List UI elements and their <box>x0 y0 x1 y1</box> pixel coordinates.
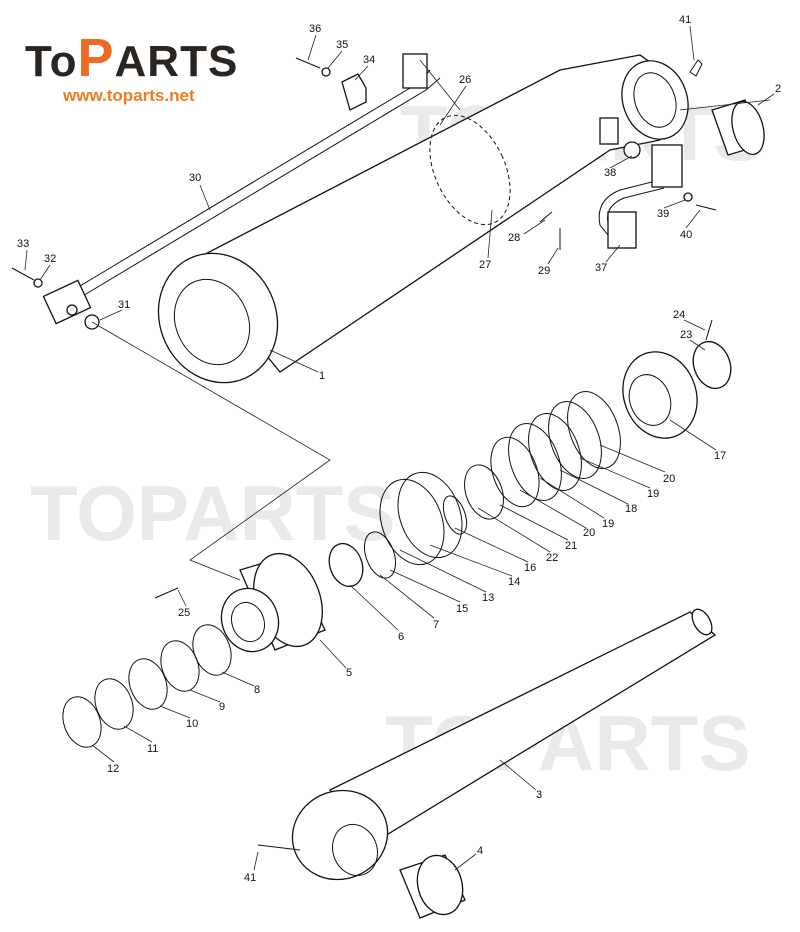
callout: 24 <box>673 309 685 321</box>
callout: 16 <box>524 562 536 574</box>
callout: 20 <box>583 527 595 539</box>
callout: 9 <box>219 701 225 713</box>
logo-brand: ToPARTS <box>25 31 255 86</box>
washer-32 <box>33 278 43 288</box>
callout: 32 <box>44 253 56 265</box>
bushing-2 <box>711 99 765 156</box>
toparts-logo: ToPARTS www.toparts.net <box>25 31 255 106</box>
callout: 1 <box>319 370 325 382</box>
callout: 41 <box>244 872 256 884</box>
callout: 22 <box>546 552 558 564</box>
callout: 25 <box>178 607 190 619</box>
screw-24 <box>705 319 713 341</box>
callout: 40 <box>680 229 692 241</box>
callout: 41 <box>679 14 691 26</box>
callout: 39 <box>657 208 669 220</box>
callout: 29 <box>538 265 550 277</box>
logo-text-p: P <box>77 28 115 88</box>
callout: 26 <box>459 74 471 86</box>
bolt-36 <box>295 57 321 69</box>
seal-rings <box>328 391 621 588</box>
callout: 18 <box>625 503 637 515</box>
clamp-34 <box>341 73 367 111</box>
callout: 17 <box>714 450 726 462</box>
callout: 35 <box>336 39 348 51</box>
washer-39 <box>683 192 693 202</box>
callout: 33 <box>17 238 29 250</box>
callout: 11 <box>147 743 158 755</box>
bushing-4 <box>399 854 466 919</box>
cylinder-tube-1 <box>157 54 689 384</box>
callout: 2 <box>775 83 781 95</box>
piston-17 <box>622 351 698 439</box>
callout: 31 <box>118 299 130 311</box>
grease-nipple-41b <box>257 844 301 851</box>
callout: 14 <box>508 576 520 588</box>
leader-lines <box>24 25 775 871</box>
callout: 8 <box>254 684 260 696</box>
nut-23 <box>692 340 732 390</box>
flange-top <box>402 53 428 89</box>
callout: 30 <box>189 172 201 184</box>
logo-text-to: To <box>25 37 78 86</box>
callout: 12 <box>107 763 119 775</box>
logo-text-arts: ARTS <box>114 37 239 86</box>
callout: 5 <box>346 667 352 679</box>
callout: 7 <box>433 619 439 631</box>
oring-38 <box>623 141 641 159</box>
callout: 13 <box>482 592 494 604</box>
callout: 4 <box>477 845 483 857</box>
washer-35 <box>321 67 331 77</box>
callout: 34 <box>363 54 375 66</box>
bolt-40 <box>695 204 717 211</box>
grease-nipple-41 <box>689 59 703 77</box>
callout: 27 <box>479 259 491 271</box>
callout: 19 <box>647 488 659 500</box>
callout: 21 <box>565 540 577 552</box>
callout: 19 <box>602 518 614 530</box>
pipe-37 <box>598 144 683 249</box>
bolt-33 <box>11 267 35 281</box>
callout: 38 <box>604 167 616 179</box>
logo-url: www.toparts.net <box>63 86 195 105</box>
pin-28 <box>539 211 553 223</box>
callout: 10 <box>186 718 198 730</box>
callout: 23 <box>680 329 692 341</box>
gland-5 <box>220 552 326 653</box>
rings-8-12 <box>62 624 232 748</box>
callout: 36 <box>309 23 321 35</box>
piston-rod-3 <box>291 608 717 881</box>
callout: 28 <box>508 232 520 244</box>
callout: 20 <box>663 473 675 485</box>
callout: 15 <box>456 603 468 615</box>
bolt-25 <box>154 587 179 599</box>
callout: 6 <box>398 631 404 643</box>
callout: 37 <box>595 262 607 274</box>
callout: 3 <box>536 789 542 801</box>
callout-labels: 36 35 34 41 2 26 30 33 32 31 1 38 39 40 … <box>17 14 781 884</box>
svg-text:TOPARTS: TOPARTS <box>30 469 395 557</box>
